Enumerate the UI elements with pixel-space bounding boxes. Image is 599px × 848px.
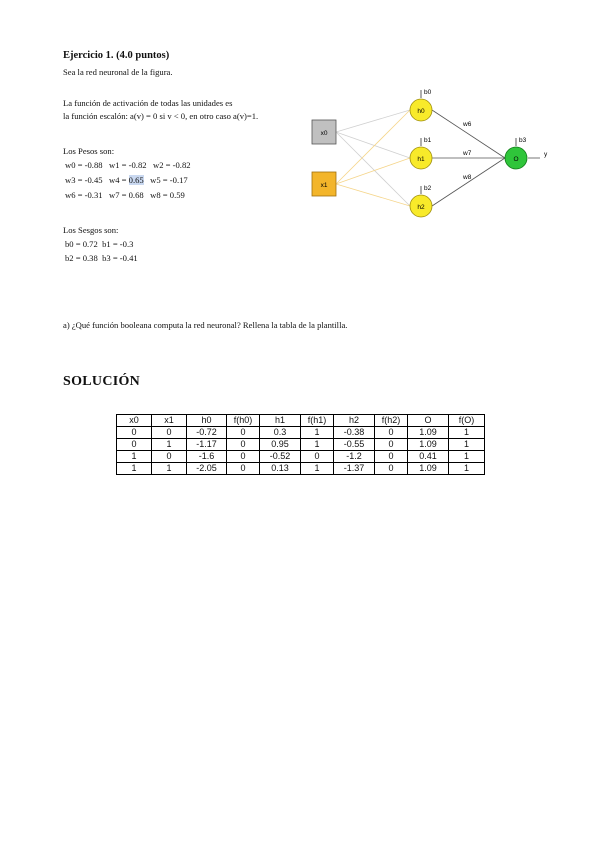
table-cell: 1.09 [407,462,449,475]
table-cell: 1 [448,426,485,439]
table-cell: 1 [448,438,485,451]
header-h2: h2 [333,414,375,427]
weight-w7-label: w7 [462,150,472,157]
table-cell: -0.72 [186,426,227,439]
table-cell: 0 [300,450,334,463]
table-cell: 0.13 [259,462,301,475]
x0-label: x0 [321,130,328,137]
table-cell: -2.05 [186,462,227,475]
hidden-node-h0 [409,98,433,122]
table-cell: -1.6 [186,450,227,463]
bias-row-1: b0 = 0.72 b1 = -0.3 [65,239,134,249]
x1-connections [335,109,411,207]
intro-text: Sea la red neuronal de la figura. [63,67,173,77]
h1-label: h1 [417,156,425,163]
h2-label: h2 [417,204,425,211]
output-connections [431,109,540,207]
hidden-node-h1 [409,146,433,170]
table-cell: 1 [300,438,334,451]
output-node-label: O [513,156,518,163]
bias-ticks [420,90,517,194]
bias-b0-label: b0 [424,89,432,96]
bias-title: Los Sesgos son: [63,225,119,235]
highlighted-weight: 0.65 [128,175,144,185]
activation-line-2: la función escalón: a(v) = 0 si v < 0, e… [63,111,259,121]
table-cell: 0.41 [407,450,449,463]
weights-row-3: w6 = -0.31 w7 = 0.68 w8 = 0.59 [65,190,185,200]
neural-network-diagram: x0 x1 h0 h1 h2 O y b0 b1 b2 b3 w6 w7 w8 [311,89,548,218]
table-cell: 1.09 [407,426,449,439]
header-fh2: f(h2) [374,414,408,427]
table-cell: 0 [151,450,187,463]
table-cell: 1 [300,426,334,439]
table-cell: 0 [374,426,408,439]
solution-title: SOLUCIÓN [63,374,141,389]
header-h1: h1 [259,414,301,427]
table-cell: 0 [374,462,408,475]
table-cell: 1 [151,438,187,451]
table-cell: 1 [300,462,334,475]
table-cell: 0 [151,426,187,439]
table-cell: 0 [226,426,260,439]
h0-label: h0 [417,108,425,115]
weights-row-2-start: w3 = -0.45 w4 = [65,175,129,185]
header-fh0: f(h0) [226,414,260,427]
table-cell: 0 [226,450,260,463]
table-cell: -1.2 [333,450,375,463]
solution-table: x0 x1 h0 f(h0) h1 f(h1) h2 f(h2) O f(O) … [116,414,485,475]
table-cell: -0.52 [259,450,301,463]
table-row: 1 1 -2.05 0 0.13 1 -1.37 0 1.09 1 [116,462,485,475]
table-cell: 1 [448,450,485,463]
table-cell: 1 [151,462,187,475]
header-fh1: f(h1) [300,414,334,427]
table-cell: 0 [374,450,408,463]
header-x1: x1 [151,414,187,427]
hidden-node-h2 [409,194,433,218]
table-row: 0 0 -0.72 0 0.3 1 -0.38 0 1.09 1 [116,426,485,439]
x0-connections [335,109,411,207]
table-cell: 1 [116,462,152,475]
table-cell: 0 [226,462,260,475]
table-cell: 0 [374,438,408,451]
table-cell: 0.95 [259,438,301,451]
table-cell: 1.09 [407,438,449,451]
output-node [504,146,528,170]
bias-b1-label: b1 [424,137,432,144]
table-cell: -0.55 [333,438,375,451]
input-node-x1 [311,171,337,197]
table-cell: 0 [226,438,260,451]
table-row: 1 0 -1.6 0 -0.52 0 -1.2 0 0.41 1 [116,450,485,463]
output-y-label: y [544,151,548,158]
activation-line-1: La función de activación de todas las un… [63,98,233,108]
table-cell: 1 [448,462,485,475]
header-x0: x0 [116,414,152,427]
table-row: 0 1 -1.17 0 0.95 1 -0.55 0 1.09 1 [116,438,485,451]
bias-row-2: b2 = 0.38 b3 = -0.41 [65,253,138,263]
weights-row-2: w3 = -0.45 w4 = 0.65 w5 = -0.17 [65,175,188,185]
table-cell: 0 [116,426,152,439]
weights-row-2-end: w5 = -0.17 [143,175,188,185]
weights-title: Los Pesos son: [63,146,115,156]
input-node-x0 [311,119,337,145]
header-fo: f(O) [448,414,485,427]
table-cell: -1.37 [333,462,375,475]
weight-w8-label: w8 [462,174,472,181]
x1-label: x1 [321,182,328,189]
table-cell: -1.17 [186,438,227,451]
table-cell: 1 [116,450,152,463]
table-cell: -0.38 [333,426,375,439]
weights-row-1: w0 = -0.88 w1 = -0.82 w2 = -0.82 [65,160,191,170]
table-header-row: x0 x1 h0 f(h0) h1 f(h1) h2 f(h2) O f(O) [116,414,485,427]
bias-b2-label: b2 [424,185,432,192]
header-h0: h0 [186,414,227,427]
exercise-title: Ejercicio 1. (4.0 puntos) [63,50,170,61]
question-text: a) ¿Qué función booleana computa la red … [63,320,348,330]
weight-w6-label: w6 [462,121,472,128]
bias-b3-label: b3 [519,137,527,144]
table-cell: 0.3 [259,426,301,439]
table-cell: 0 [116,438,152,451]
header-o: O [407,414,449,427]
